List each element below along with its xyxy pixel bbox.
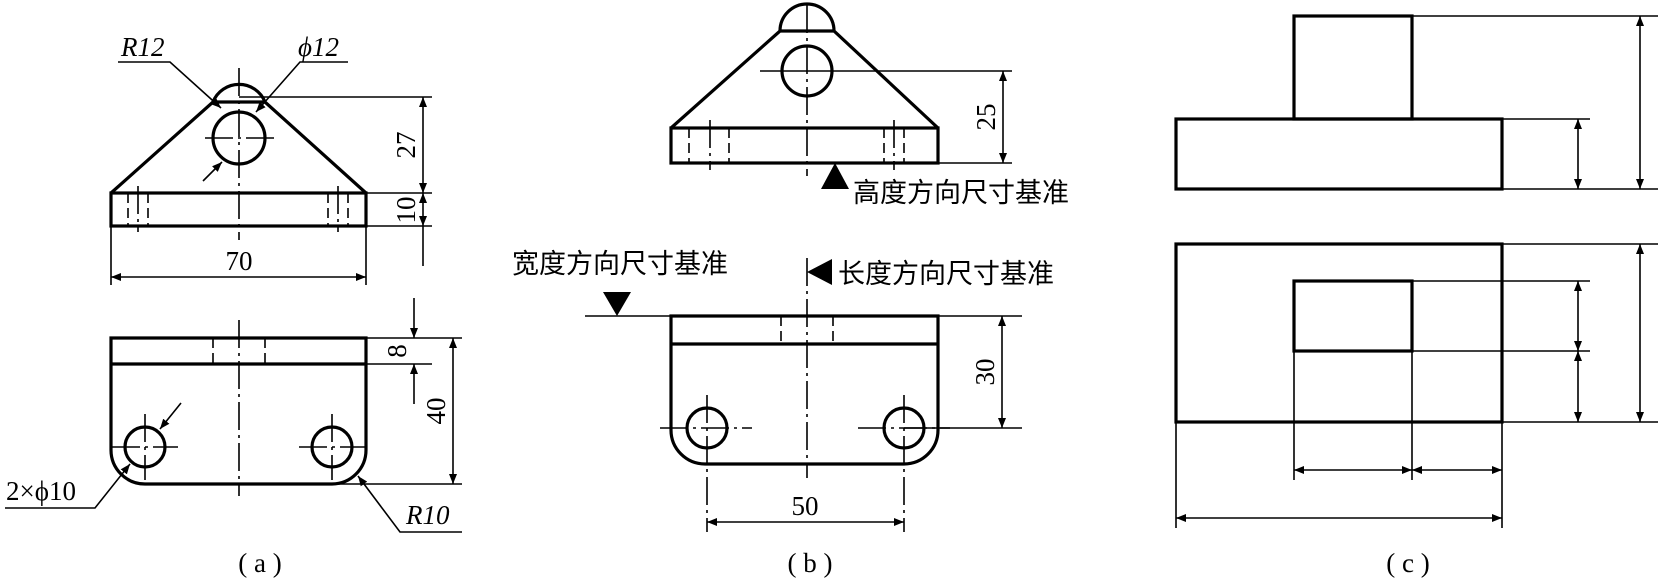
dim-10: 10 xyxy=(391,197,421,224)
datum-triangle-height xyxy=(821,163,849,189)
dim-30: 30 xyxy=(970,359,1000,386)
caption-c: ( c ) xyxy=(1386,548,1429,578)
top-view-a: 8 40 2×ϕ10 R10 xyxy=(5,298,462,533)
upper-block xyxy=(1292,14,1414,121)
dim-50: 50 xyxy=(792,491,819,521)
dim-27: 27 xyxy=(391,132,421,159)
figure-c: ( c ) xyxy=(1174,14,1658,578)
front-view-c xyxy=(1174,14,1658,191)
figure-b: 25 高度方向尺寸基准 宽度方向尺寸基准 长度方向尺寸基准 xyxy=(512,2,1069,578)
front-view-a: 27 10 70 R12 ϕ12 xyxy=(109,32,432,285)
dim-25: 25 xyxy=(971,104,1001,131)
front-view-b: 25 高度方向尺寸基准 xyxy=(669,2,1069,209)
plate-outline-b xyxy=(669,314,940,466)
dim-r10: R10 xyxy=(405,500,450,530)
dim-r12: R12 xyxy=(120,32,165,62)
top-view-c xyxy=(1174,242,1658,528)
outer-rect xyxy=(1174,242,1504,424)
datum-width: 宽度方向尺寸基准 xyxy=(512,249,728,280)
figure-a: 27 10 70 R12 ϕ12 xyxy=(5,32,462,578)
top-view-b: 宽度方向尺寸基准 长度方向尺寸基准 30 50 xyxy=(512,249,1054,532)
dim-2-holes: 2×ϕ10 xyxy=(6,476,76,506)
caption-a: ( a ) xyxy=(238,548,281,578)
inner-rect xyxy=(1292,279,1414,353)
datum-height: 高度方向尺寸基准 xyxy=(853,178,1069,209)
dim-phi12: ϕ12 xyxy=(298,32,339,62)
dim-8: 8 xyxy=(382,344,412,358)
caption-b: ( b ) xyxy=(788,548,833,578)
lug-arc-b xyxy=(778,2,836,32)
base-plate-b xyxy=(669,126,940,165)
datum-triangle-width xyxy=(603,292,631,316)
datum-triangle-length xyxy=(807,259,832,285)
dim-70: 70 xyxy=(226,246,253,276)
datum-length: 长度方向尺寸基准 xyxy=(838,259,1054,290)
lower-block xyxy=(1174,117,1504,191)
dim-40: 40 xyxy=(421,398,451,425)
